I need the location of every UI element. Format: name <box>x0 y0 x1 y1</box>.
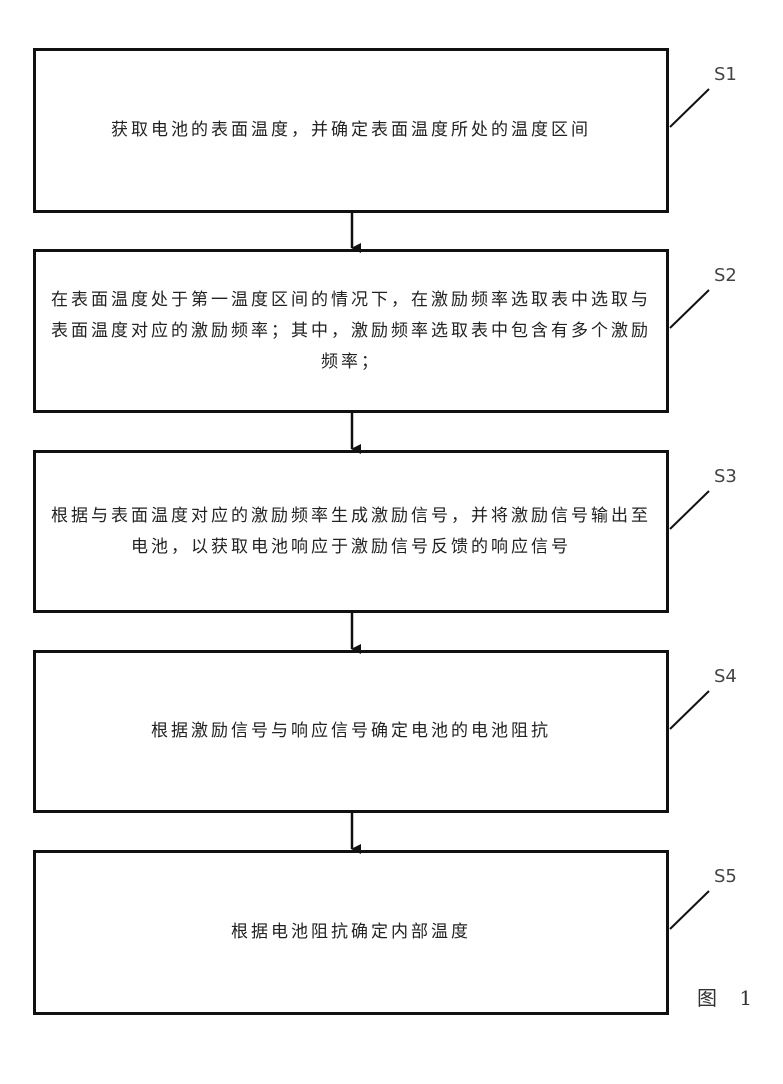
leader-line-s3 <box>669 490 710 530</box>
step-label-s1: S1 <box>714 64 737 85</box>
step-label-s4: S4 <box>714 666 737 687</box>
step-text-s2: 在表面温度处于第一温度区间的情况下，在激励频率选取表中选取与表面温度对应的激励频… <box>51 289 651 372</box>
step-label-s2: S2 <box>714 265 737 286</box>
figure-label: 图 1 <box>697 986 761 1010</box>
leader-line-s2 <box>669 289 710 329</box>
step-text-s3: 根据与表面温度对应的激励频率生成激励信号，并将激励信号输出至电池，以获取电池响应… <box>51 505 651 557</box>
step-label-s3: S3 <box>714 466 737 487</box>
step-box-s3: 根据与表面温度对应的激励频率生成激励信号，并将激励信号输出至电池，以获取电池响应… <box>33 450 669 613</box>
step-box-s4: 根据激励信号与响应信号确定电池的电池阻抗 <box>33 650 669 813</box>
step-box-s1: 获取电池的表面温度，并确定表面温度所处的温度区间 <box>33 48 669 213</box>
step-label-s5: S5 <box>714 866 737 887</box>
step-box-s5: 根据电池阻抗确定内部温度 <box>33 850 669 1015</box>
leader-line-s1 <box>669 88 710 128</box>
leader-line-s5 <box>669 890 710 930</box>
leader-line-s4 <box>669 690 710 730</box>
step-box-s2: 在表面温度处于第一温度区间的情况下，在激励频率选取表中选取与表面温度对应的激励频… <box>33 249 669 413</box>
step-text-s1: 获取电池的表面温度，并确定表面温度所处的温度区间 <box>111 120 591 140</box>
step-text-s5: 根据电池阻抗确定内部温度 <box>231 922 471 942</box>
step-text-s4: 根据激励信号与响应信号确定电池的电池阻抗 <box>151 721 551 741</box>
